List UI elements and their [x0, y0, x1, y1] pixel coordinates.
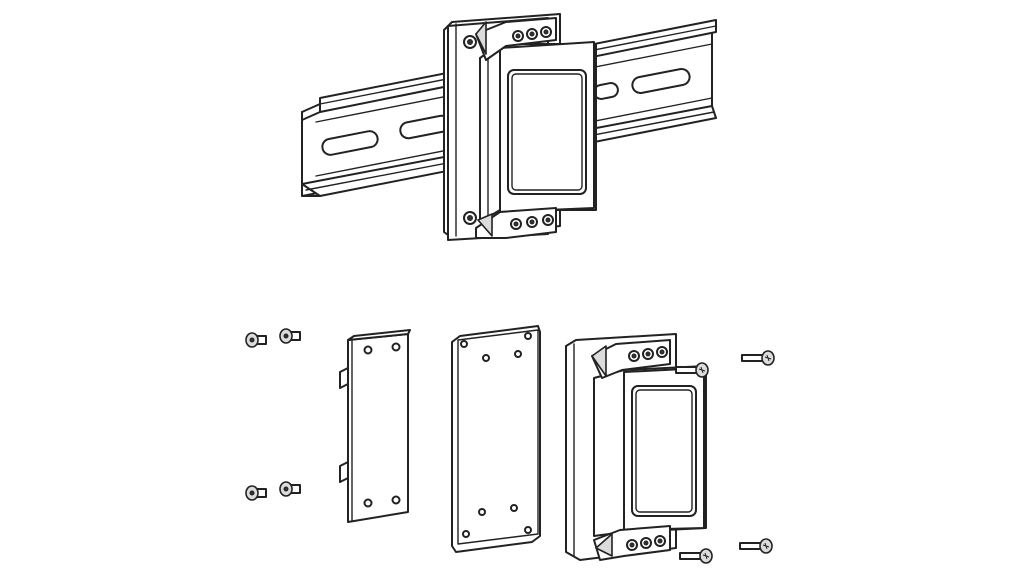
short-screw — [279, 481, 301, 497]
filter-module — [565, 333, 707, 561]
assembled-view — [301, 13, 717, 241]
din-rail-clip-plate — [339, 329, 411, 523]
long-screw — [741, 350, 775, 366]
long-screw — [675, 362, 709, 378]
long-screw — [679, 548, 713, 564]
exploded-view — [245, 325, 775, 564]
assembled-filter-module — [475, 17, 597, 239]
long-screw — [739, 538, 773, 554]
adapter-plate — [451, 325, 541, 553]
short-screw — [245, 485, 267, 501]
short-screw — [279, 328, 301, 344]
short-screw — [245, 332, 267, 348]
